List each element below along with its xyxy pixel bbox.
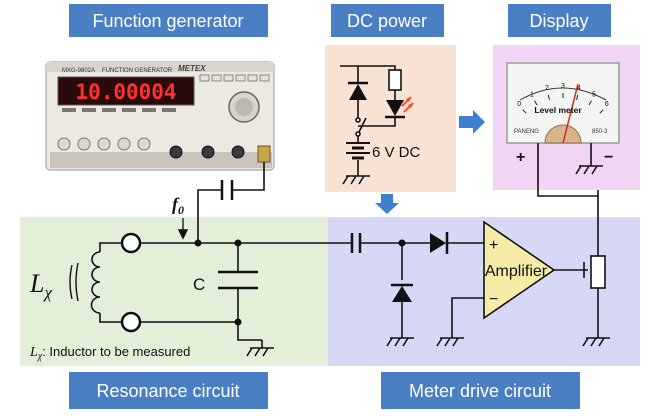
ground-symbol-shunt <box>386 337 414 347</box>
capacitor-label: C <box>193 275 205 294</box>
meter-scale-tick <box>588 100 592 106</box>
generator-model: MXG-9802A <box>62 68 95 74</box>
amplifier-plus-input: + <box>489 237 498 254</box>
ground-symbol-dc <box>342 175 370 185</box>
coupling-capacitor <box>220 180 234 200</box>
amplifier <box>483 220 556 320</box>
function-generator-device: MXG-9802A FUNCTION GENERATOR METEX 10.00… <box>45 61 275 171</box>
indicator-led <box>385 96 414 119</box>
meter-scale-label: 4 <box>577 85 581 92</box>
meter-scale-tick <box>534 100 538 106</box>
arrow-to-meter-drive <box>375 194 399 214</box>
series-diode <box>430 232 449 254</box>
meter-scale-tick <box>576 94 579 100</box>
meter-scale-label: 1 <box>530 91 534 98</box>
meter-scale-label: 0 <box>517 101 521 108</box>
meter-plus-terminal: + <box>516 149 525 166</box>
battery <box>346 142 370 160</box>
ground-symbol-amplifier <box>436 337 464 347</box>
meter-minus-terminal: − <box>604 149 613 166</box>
dc-power-header: DC power <box>331 4 444 37</box>
resonance-circuit-title: Resonance circuit <box>96 381 239 401</box>
meter-needle <box>562 83 579 144</box>
meter-brand-right: 850-3 <box>592 129 608 135</box>
dc-power-title: DC power <box>347 11 427 31</box>
meter-scale-tick <box>547 94 550 100</box>
inductor-core <box>69 262 79 302</box>
ground-symbol-meter <box>575 165 603 175</box>
function-generator-header: Function generator <box>69 4 268 37</box>
amplifier-label: Amplifier <box>485 263 548 280</box>
meter-drive-circuit-header: Meter drive circuit <box>381 372 580 409</box>
meter-scale-label: 5 <box>592 91 596 98</box>
frequency-label: f0 <box>172 194 184 217</box>
shunt-diode <box>391 283 413 302</box>
meter-drive-circuit-title: Meter drive circuit <box>409 381 551 401</box>
meter-scale-label: 2 <box>545 85 549 92</box>
amplifier-minus-input: − <box>489 291 498 308</box>
zener-diode <box>348 81 368 100</box>
inductor-terminal-top <box>120 232 142 254</box>
meter-scale-label: 3 <box>561 83 565 90</box>
generator-subtitle: FUNCTION GENERATOR <box>102 68 173 74</box>
function-generator-title: Function generator <box>92 11 243 31</box>
battery-label: 6 V DC <box>372 144 421 161</box>
ground-symbol-potentiometer <box>582 337 610 347</box>
generator-readout: 10.00004 <box>75 80 176 104</box>
ground-symbol-resonance <box>246 340 274 357</box>
meter-scale-tick <box>522 109 527 114</box>
level-meter <box>506 62 620 144</box>
bnc-output-connector <box>257 145 271 163</box>
display-header: Display <box>508 4 611 37</box>
meter-title: Level meter <box>534 105 582 115</box>
meter-scale-label: 6 <box>605 101 609 108</box>
arrow-to-display <box>459 110 485 134</box>
resonance-circuit-panel <box>20 217 328 366</box>
meter-scale: 0 1 2 3 4 5 6 <box>517 83 609 114</box>
generator-display <box>57 76 195 106</box>
inductor-label: Lχ <box>29 269 52 302</box>
meter-scale-tick <box>599 109 604 114</box>
dc-resistor <box>388 69 402 91</box>
power-switch <box>355 117 367 137</box>
meter-brand-left: PANENG <box>514 129 539 135</box>
resonance-capacitor <box>218 270 258 290</box>
inductor-terminal-bottom <box>120 311 142 333</box>
generator-brand: METEX <box>178 64 206 73</box>
potentiometer <box>590 255 606 289</box>
dc-power-panel <box>325 45 456 192</box>
inductor-coil <box>90 251 101 314</box>
resonance-circuit-header: Resonance circuit <box>69 372 268 409</box>
inductor-note: Lχ: Inductor to be measured <box>29 344 190 362</box>
display-title: Display <box>529 11 588 31</box>
